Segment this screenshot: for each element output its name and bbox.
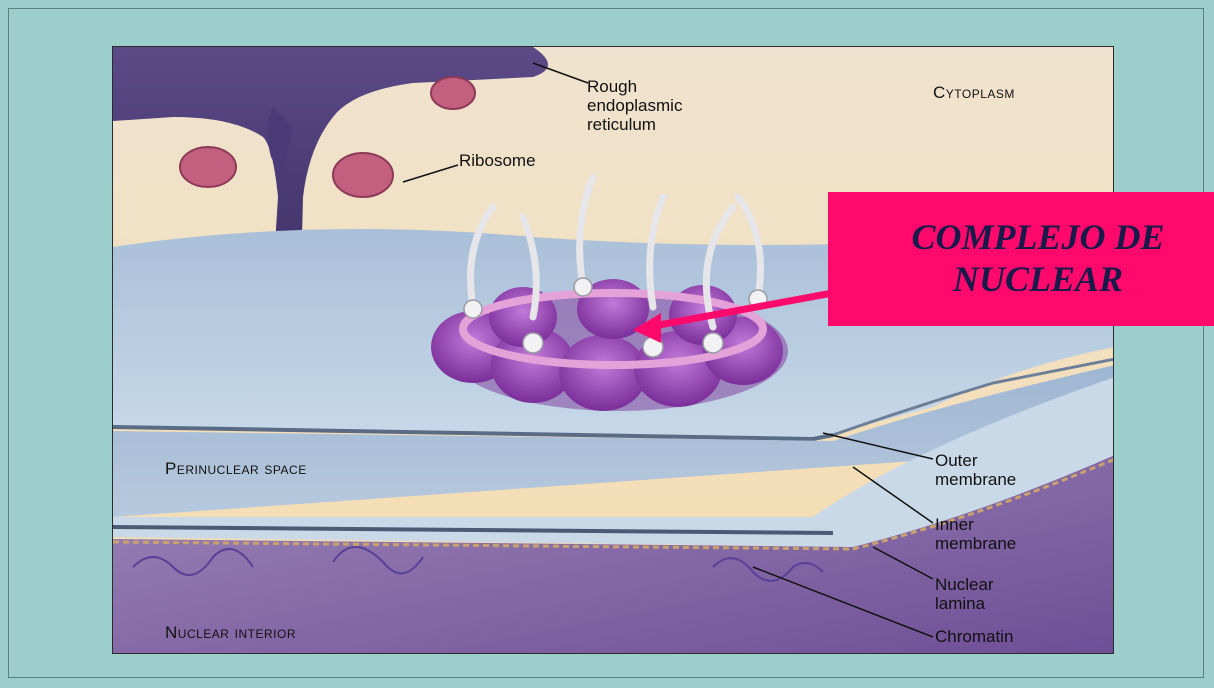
- label-ribosome: Ribosome: [459, 151, 536, 170]
- label-chromatin: Chromatin: [935, 627, 1013, 646]
- nuclear-pore-illustration: Rough endoplasmic reticulum Cytoplasm Ri…: [112, 46, 1114, 654]
- label-inner-membrane: Inner membrane: [935, 515, 1016, 553]
- label-perinuclear-space: Perinuclear space: [165, 459, 307, 478]
- label-outer-membrane: Outer membrane: [935, 451, 1016, 489]
- label-nuclear-lamina: Nuclear lamina: [935, 575, 994, 613]
- label-cytoplasm: Cytoplasm: [933, 83, 1015, 102]
- callout-text: COMPLEJO DE NUCLEAR: [828, 192, 1214, 300]
- label-nuclear-interior: Nuclear interior: [165, 623, 296, 642]
- diagram-artwork: [113, 47, 1114, 654]
- label-rough-er: Rough endoplasmic reticulum: [587, 77, 682, 134]
- callout-box: COMPLEJO DE NUCLEAR: [828, 192, 1214, 326]
